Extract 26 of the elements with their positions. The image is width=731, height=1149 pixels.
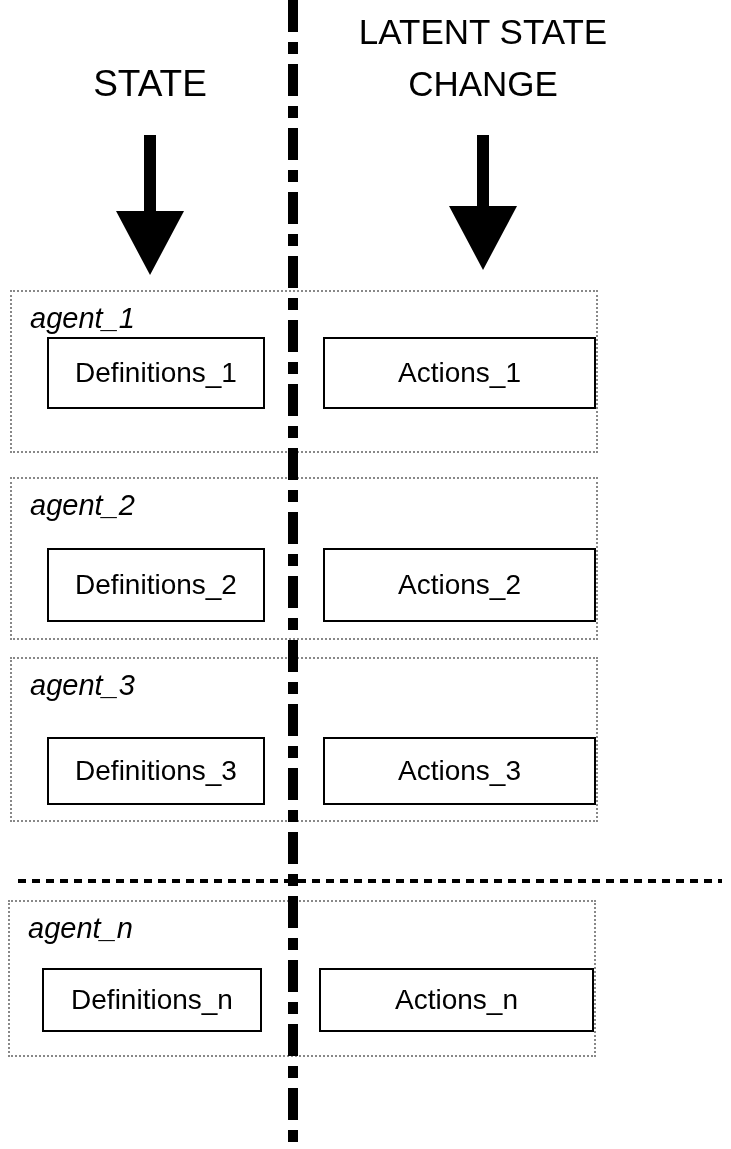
definitions-box bbox=[42, 968, 262, 1032]
agent-label: agent_1 bbox=[30, 304, 135, 333]
actions-box bbox=[319, 968, 594, 1032]
agent-label: agent_n bbox=[28, 914, 133, 943]
definitions-box bbox=[47, 337, 265, 409]
box-label: Actions_1 bbox=[398, 357, 521, 389]
actions-box bbox=[323, 737, 596, 805]
column-heading: LATENT STATE CHANGE bbox=[357, 11, 609, 105]
agent-box bbox=[10, 657, 598, 822]
agent-box bbox=[8, 900, 596, 1057]
agent-box bbox=[10, 290, 598, 453]
agent-label: agent_3 bbox=[30, 671, 135, 700]
box-label: Definitions_n bbox=[71, 984, 233, 1016]
actions-box bbox=[323, 337, 596, 409]
agent-label: agent_2 bbox=[30, 491, 135, 520]
actions-box bbox=[323, 548, 596, 622]
agent-box bbox=[10, 477, 598, 640]
box-label: Actions_2 bbox=[398, 569, 521, 601]
box-label: Actions_3 bbox=[398, 755, 521, 787]
definitions-box bbox=[47, 548, 265, 622]
box-label: Actions_n bbox=[395, 984, 518, 1016]
box-label: Definitions_3 bbox=[75, 755, 237, 787]
column-heading: STATE bbox=[92, 62, 208, 106]
definitions-box bbox=[47, 737, 265, 805]
box-label: Definitions_1 bbox=[75, 357, 237, 389]
box-label: Definitions_2 bbox=[75, 569, 237, 601]
